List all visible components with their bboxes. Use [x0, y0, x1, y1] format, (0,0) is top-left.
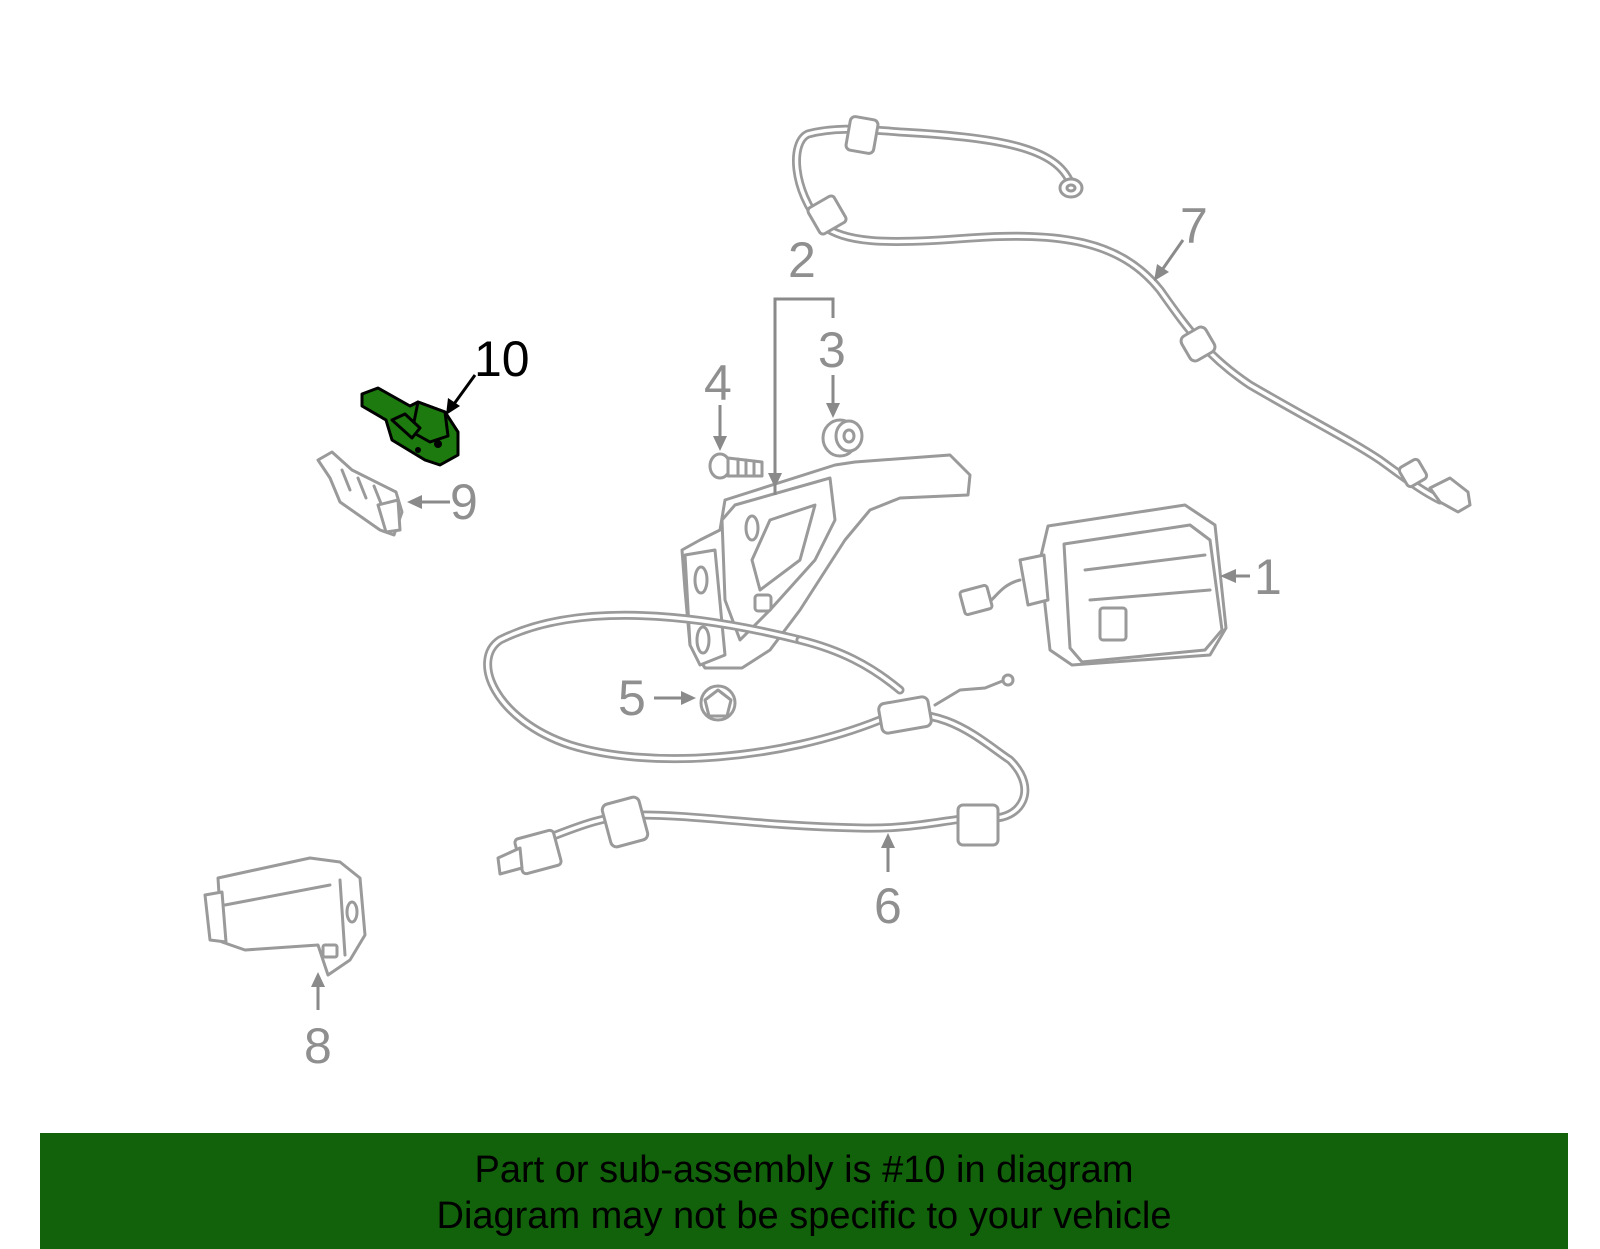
callout-9: 9 — [450, 474, 478, 530]
part-2-bracket[interactable] — [680, 453, 972, 670]
info-banner: Part or sub-assembly is #10 in diagram D… — [40, 1133, 1568, 1249]
callout-10: 10 — [474, 331, 530, 387]
part-9-clip[interactable] — [316, 450, 404, 537]
part-1-module[interactable] — [958, 503, 1228, 667]
callout-labels: 1 2 3 4 5 6 7 8 9 10 — [304, 198, 1282, 1074]
part-5-nut[interactable] — [699, 684, 737, 722]
leader-lines — [311, 239, 1250, 1010]
banner-line-2: Diagram may not be specific to your vehi… — [436, 1195, 1172, 1237]
callout-2: 2 — [788, 232, 816, 288]
callout-6: 6 — [874, 878, 902, 934]
part-10-sensor[interactable] — [360, 386, 460, 467]
callout-8: 8 — [304, 1018, 332, 1074]
part-3-bushing[interactable] — [821, 418, 864, 458]
part-7-harness[interactable] — [792, 115, 1472, 514]
banner-line-1: Part or sub-assembly is #10 in diagram — [474, 1149, 1134, 1191]
callout-1: 1 — [1254, 549, 1282, 605]
part-6-cable[interactable] — [483, 610, 1030, 876]
part-8-housing[interactable] — [203, 856, 367, 977]
callout-7: 7 — [1180, 198, 1208, 254]
callout-3: 3 — [818, 322, 846, 378]
callout-5: 5 — [618, 670, 646, 726]
callout-4: 4 — [704, 355, 732, 411]
part-4-bolt[interactable] — [708, 452, 764, 480]
